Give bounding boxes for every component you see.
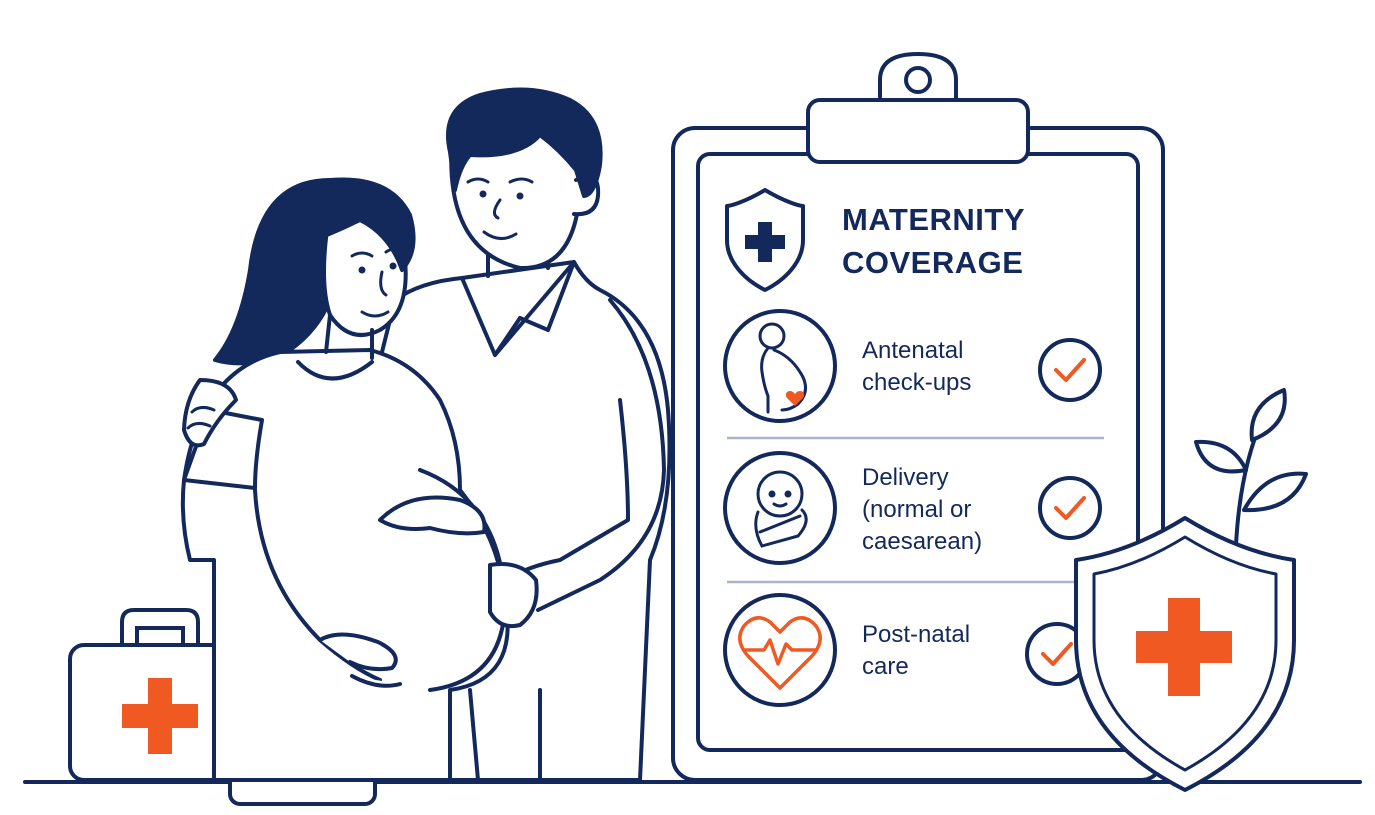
item3-line1: Post-natal [862, 621, 970, 648]
item2-line2: (normal or [862, 496, 971, 523]
check-icon [1054, 496, 1086, 520]
clipboard-clip [806, 98, 1030, 164]
item1-line2: check-ups [862, 369, 971, 396]
clipboard [671, 52, 1165, 782]
woman-figure [180, 177, 539, 782]
item3-line2: care [862, 653, 909, 680]
coverage-item-delivery: Delivery (normal or caesarean) [723, 451, 1102, 565]
item1-line1: Antenatal [862, 337, 963, 364]
swaddled-baby-icon [754, 470, 808, 548]
clipboard-ring [878, 52, 958, 100]
plant-icon [1194, 388, 1308, 547]
coverage-item-antenatal: Antenatal check-ups [723, 309, 1102, 423]
coverage-item-postnatal: Post-natal care [723, 593, 1089, 707]
shield-plus-icon [725, 188, 805, 292]
item2-line3: caesarean) [862, 528, 982, 555]
item2-line1: Delivery [862, 464, 949, 491]
item2-check [1038, 476, 1102, 540]
check-icon [1054, 358, 1086, 382]
card-title-line1: MATERNITY [842, 202, 1025, 237]
pregnant-woman-icon [758, 322, 807, 414]
first-aid-kit-icon [68, 608, 250, 782]
check-icon [1041, 642, 1073, 666]
heart-pulse-icon [738, 616, 822, 690]
shield-cross-icon [1074, 516, 1296, 792]
item1-check [1038, 338, 1102, 402]
heart-icon [785, 391, 805, 406]
card-title-line2: COVERAGE [842, 245, 1023, 280]
